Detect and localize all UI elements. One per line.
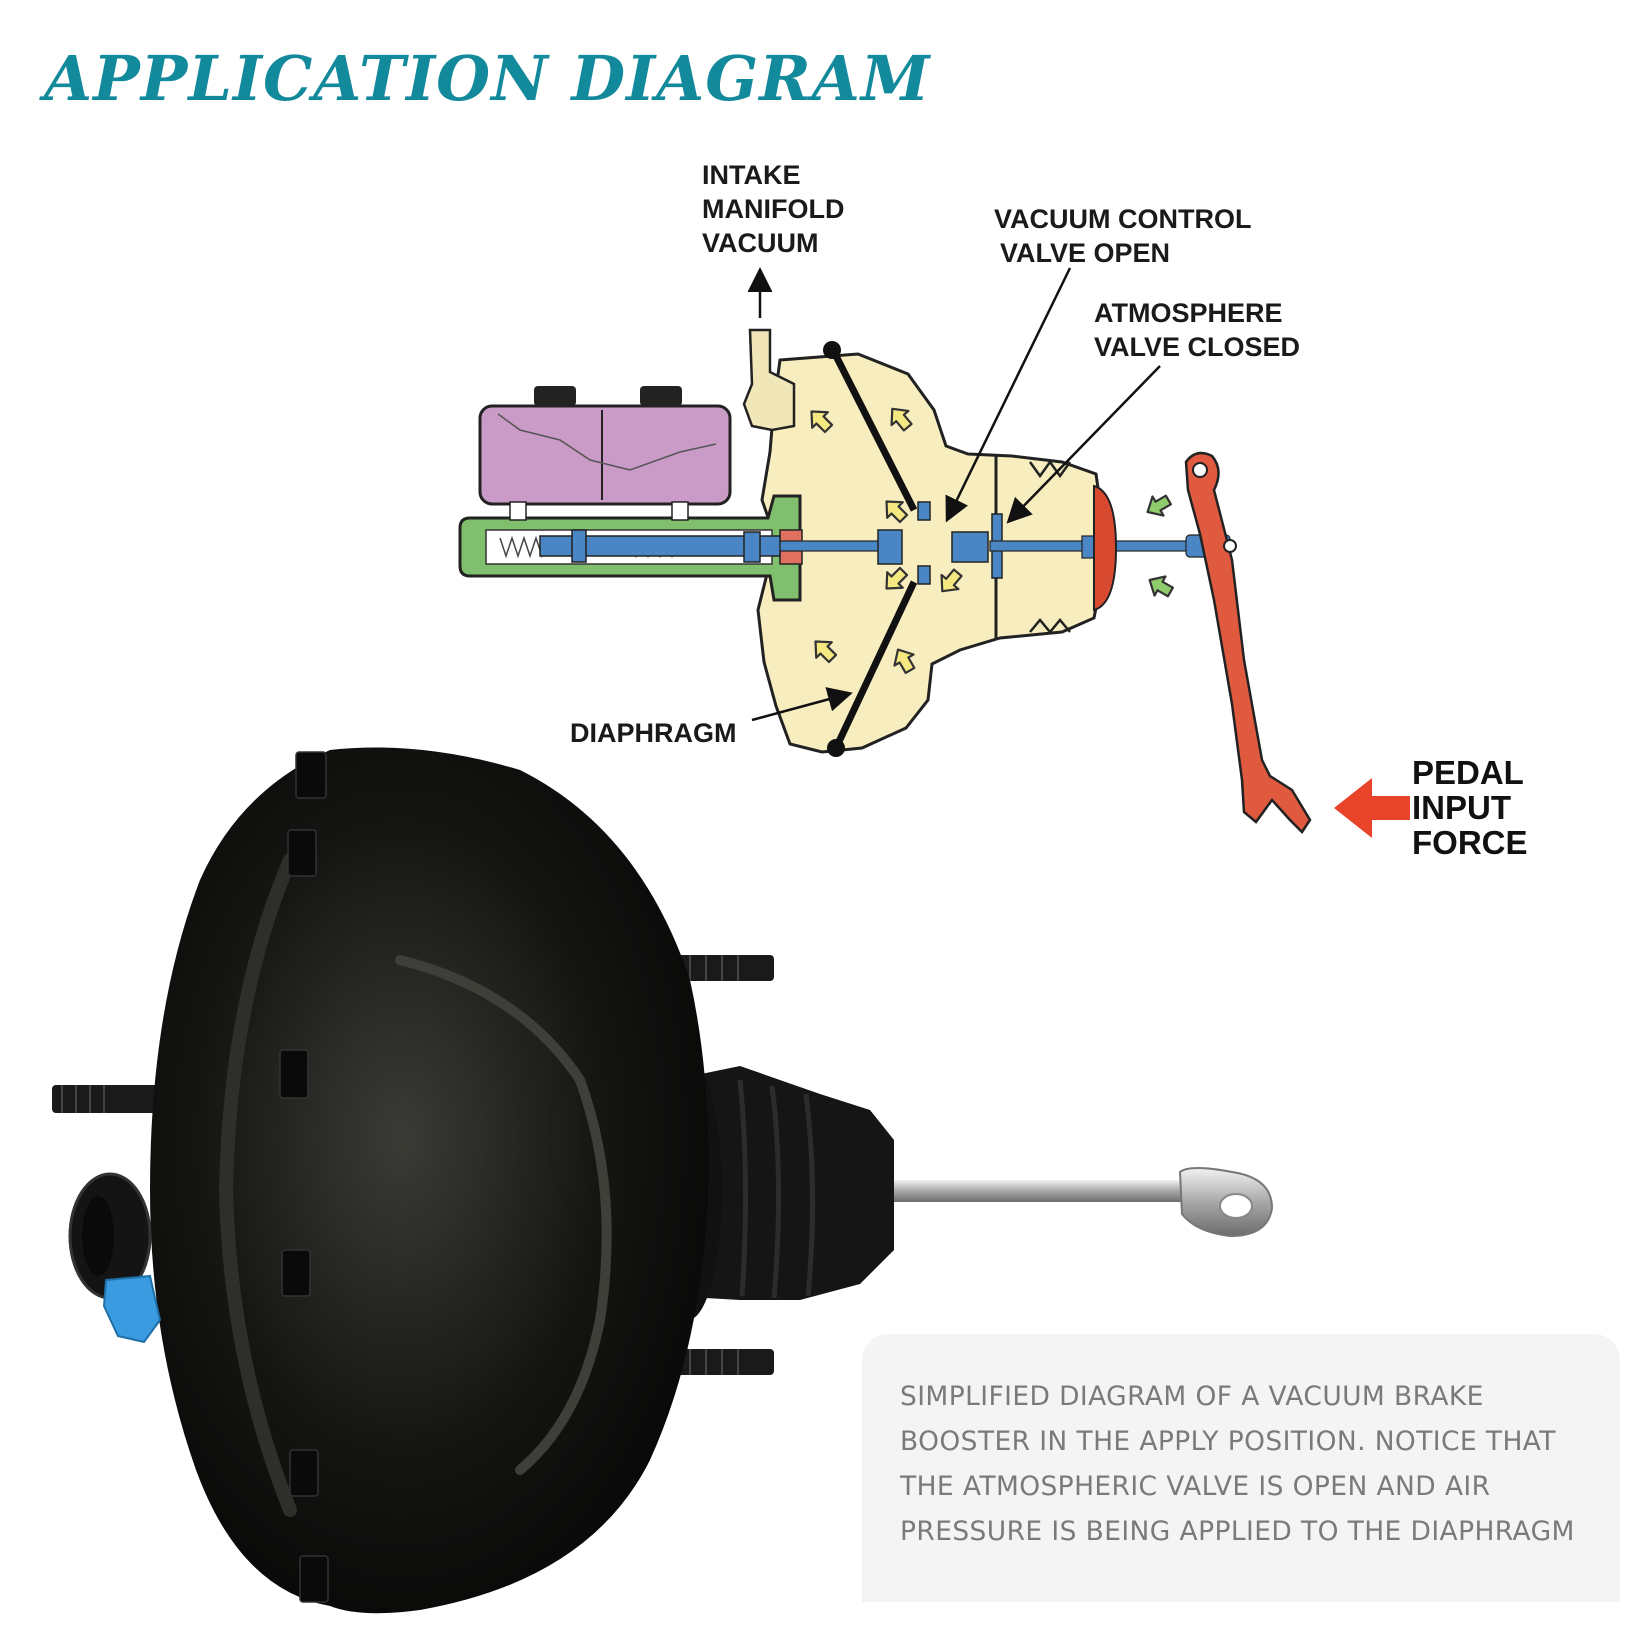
brake-booster-schematic <box>458 267 1410 838</box>
diaphragm-upper <box>828 346 918 512</box>
label-diaphragm: DIAPHRAGM <box>570 718 737 748</box>
caption-line: THE ATMOSPHERIC VALVE IS OPEN AND AIR <box>900 1471 1491 1502</box>
page-title: APPLICATION DIAGRAM <box>44 42 931 115</box>
pedal-force-arrow <box>1334 778 1410 838</box>
intake-fitting <box>742 328 796 432</box>
caption-line: BOOSTER IN THE APPLY POSITION. NOTICE TH… <box>900 1426 1556 1457</box>
fluid-reservoir <box>478 404 732 506</box>
label-intake-manifold-vacuum: INTAKE MANIFOLD VACUUM <box>702 160 845 258</box>
brake-pedal <box>1184 451 1312 834</box>
pushrod <box>870 1180 1230 1202</box>
caption-card: SIMPLIFIED DIAGRAM OF A VACUUM BRAKE BOO… <box>862 1334 1620 1602</box>
rubber-boot <box>672 1066 894 1300</box>
label-vacuum-control-valve: VACUUM CONTROL VALVE OPEN <box>994 204 1252 268</box>
blue-fitting <box>102 1274 162 1344</box>
caption-text: SIMPLIFIED DIAGRAM OF A VACUUM BRAKE BOO… <box>900 1374 1600 1554</box>
reaction-disc <box>877 529 903 565</box>
diaphragm-lower <box>832 580 918 750</box>
booster-shell <box>150 747 709 1614</box>
caption-line: PRESSURE IS BEING APPLIED TO THE DIAPHRA… <box>900 1516 1575 1547</box>
label-atmosphere-valve: ATMOSPHERE VALVE CLOSED <box>1094 298 1301 362</box>
caption-line: SIMPLIFIED DIAGRAM OF A VACUUM BRAKE <box>900 1381 1484 1412</box>
label-pedal-input-force: PEDAL INPUT FORCE <box>1412 754 1528 861</box>
front-stud <box>52 1085 172 1113</box>
